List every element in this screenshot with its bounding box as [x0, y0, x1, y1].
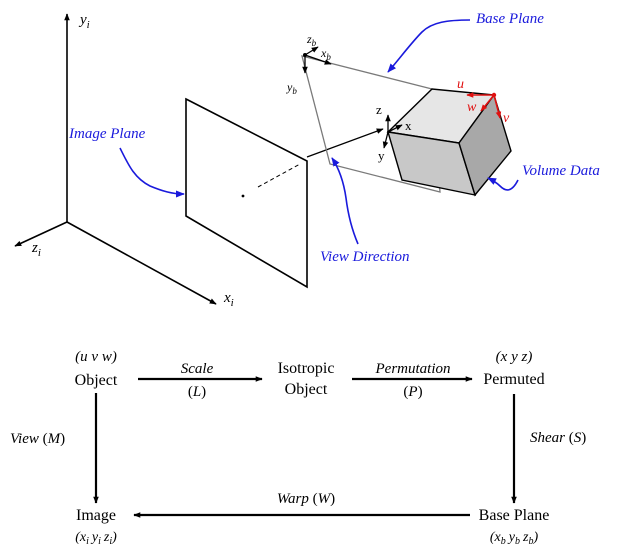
volume-data-leader [487, 177, 519, 191]
permuted-coords: (x y z) [496, 349, 533, 365]
scale-symbol: (L) [188, 384, 206, 400]
w-axis [480, 94, 495, 112]
zb-axis [304, 46, 319, 56]
w-label: w [467, 100, 477, 115]
permutation-label: Permutation [375, 361, 451, 377]
object-axes: x z y [376, 102, 412, 163]
permutation-symbol: (P) [403, 384, 422, 400]
image-node: Image [76, 507, 116, 524]
yb-label: yb [286, 80, 297, 96]
view-direction-label: View Direction [320, 249, 410, 265]
isotropic-node-line1: Isotropic [278, 360, 335, 377]
v-label: v [503, 111, 510, 126]
base-origin-dot [303, 53, 307, 57]
object-z-label: z [376, 102, 382, 117]
xb-axis [304, 54, 332, 65]
view-direction-leader [331, 157, 359, 245]
zi-label: zi [31, 240, 41, 259]
u-label: u [457, 77, 464, 92]
base-plane-label: Base Plane [476, 11, 544, 27]
volume-data-cube [386, 88, 512, 197]
object-y-axis [382, 131, 389, 149]
image-plane-label: Image Plane [68, 126, 146, 142]
base-plane-node: Base Plane [479, 507, 550, 524]
xi-axis [66, 221, 217, 305]
view-ray-dashed [257, 163, 301, 188]
image-plane [185, 97, 308, 289]
image-plane-center-dot [241, 194, 245, 198]
uvw-axes: u w v [457, 77, 510, 126]
warp-label: Warp (W) [277, 491, 335, 507]
callout-image-plane: Image Plane [68, 126, 185, 198]
isotropic-node-line2: Object [285, 381, 328, 398]
view-label: View (M) [10, 431, 65, 447]
uvw-origin-dot [491, 92, 497, 98]
scale-label: Scale [181, 361, 214, 377]
v-axis [493, 94, 502, 119]
callout-volume-data: Volume Data [487, 163, 600, 191]
xb-label: xb [320, 46, 331, 62]
callout-base-plane: Base Plane [387, 11, 544, 73]
xi-label: xi [223, 290, 234, 309]
shear-label: Shear (S) [530, 430, 586, 446]
object-coords: (u v w) [75, 349, 117, 365]
zb-label: zb [306, 32, 317, 48]
zi-axis [14, 221, 68, 247]
view-ray [306, 128, 384, 158]
yi-label: yi [78, 12, 90, 31]
base-plane [301, 55, 441, 193]
permuted-node: Permuted [483, 371, 544, 388]
flow-diagram: (u v w) Object Isotropic Object (x y z) … [10, 349, 586, 547]
image-plane-leader [119, 147, 185, 198]
world-axes: yi xi zi [14, 12, 234, 309]
volume-data-label: Volume Data [522, 163, 600, 179]
base-plane-axes: zb xb yb [286, 32, 332, 96]
object-x-label: x [405, 118, 412, 133]
callout-view-direction: View Direction [320, 157, 410, 265]
object-y-label: y [378, 148, 385, 163]
object-node: Object [75, 372, 118, 389]
base-plane-leader [387, 19, 471, 73]
object-x-axis [387, 124, 403, 133]
